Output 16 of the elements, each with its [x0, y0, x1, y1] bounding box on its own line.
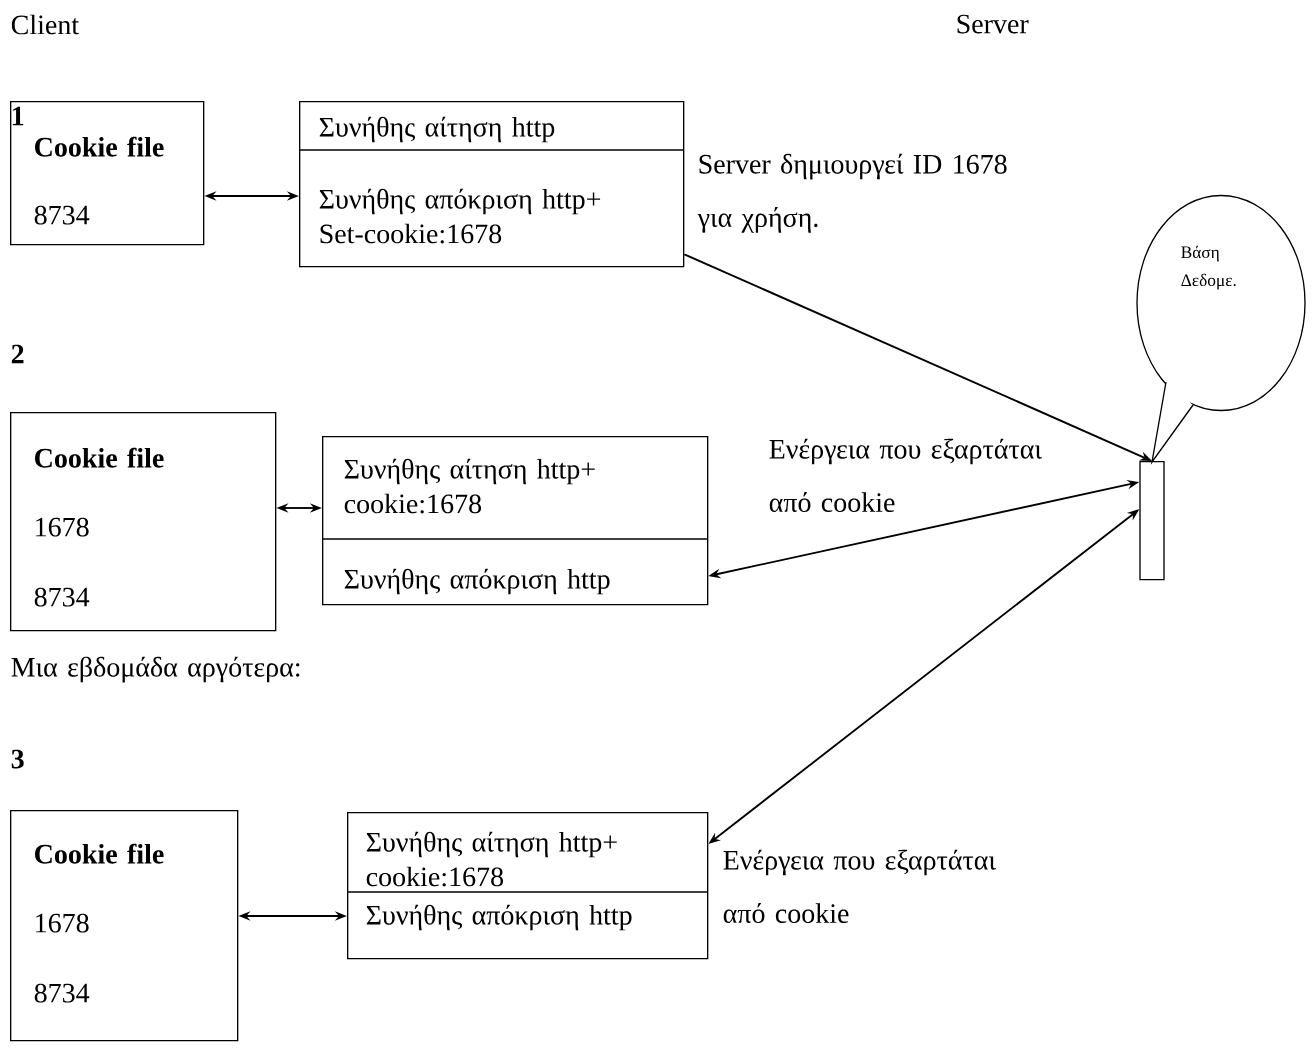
step-number: 3: [11, 749, 24, 769]
message-box: Συνήθης αίτηση http+ cookie:1678 Συνήθης απόκριση http: [346, 812, 709, 960]
note: Ενέργεια που εξαρτάται από cookie: [769, 438, 1042, 512]
heading: Client: [11, 14, 79, 35]
note: Μια εβδομάδα αργότερα:: [11, 656, 300, 683]
cookie-file-box: Cookie file 1678 8734: [10, 412, 277, 632]
note: Ενέργεια που εξαρτάται από cookie: [723, 849, 996, 923]
database-cylinder: [1139, 461, 1165, 581]
cookie-file-box: Cookie file 1678 8734: [10, 810, 239, 1042]
message-box: Συνήθης αίτηση http+ cookie:1678 Συνήθης απόκριση http: [321, 436, 709, 606]
step-number: 1: [12, 106, 24, 126]
speech-bubble: Βάση Δεδομε.: [1136, 194, 1306, 465]
step-number: 2: [11, 344, 24, 364]
note: Server δημιουργεί ID 1678 για χρήση.: [697, 153, 1007, 233]
message-box: Συνήθης αίτηση http Συνήθης απόκριση http+ Set-cookie:1678: [298, 101, 685, 268]
heading: Server: [957, 14, 1029, 34]
